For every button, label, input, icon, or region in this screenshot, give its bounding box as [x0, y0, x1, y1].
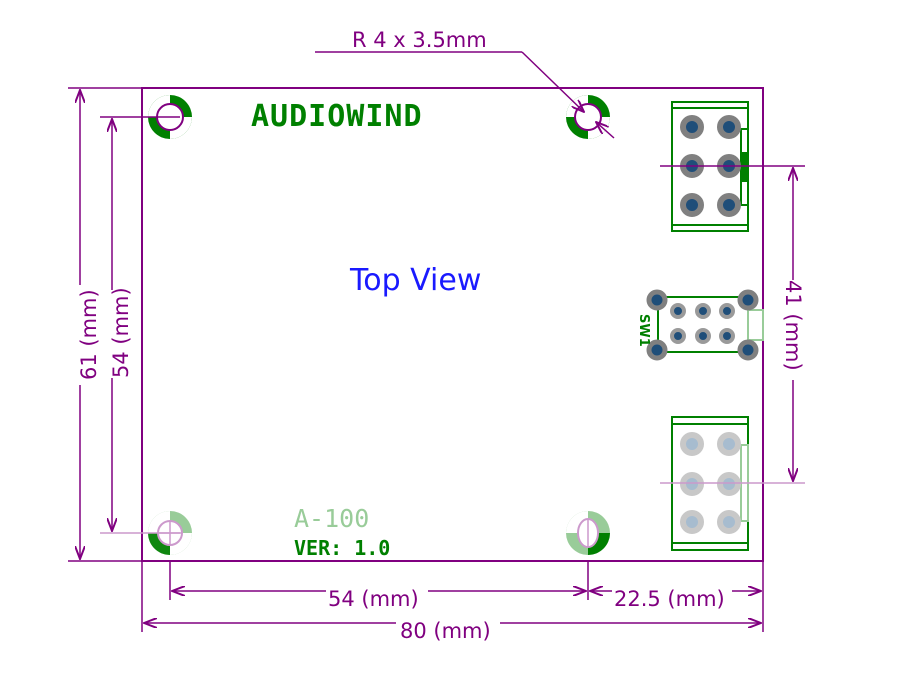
- width-total-label: 80 (mm): [400, 619, 491, 643]
- model-label: A-100: [294, 504, 369, 533]
- version-label: VER: 1.0: [294, 536, 390, 560]
- width-holes-label: 54 (mm): [328, 587, 419, 611]
- width-edge-label: 22.5 (mm): [614, 587, 725, 611]
- board-outline: [141, 87, 764, 562]
- switch-sw1: SW1: [636, 289, 764, 361]
- height-total-label: 61 (mm): [77, 289, 101, 380]
- brand-logo: AUDIOWIND: [251, 99, 423, 134]
- connector-bottom: [671, 416, 749, 551]
- hole-radius-label: R 4 x 3.5mm: [352, 28, 487, 52]
- height-holes-label: 54 (mm): [109, 287, 133, 378]
- switch-label: SW1: [636, 314, 651, 347]
- hole-radius-callout: [315, 51, 615, 139]
- mounting-hole-bottom-right: [566, 511, 610, 555]
- view-title: Top View: [349, 263, 481, 298]
- connector-spacing-label: 41 (mm): [781, 280, 805, 371]
